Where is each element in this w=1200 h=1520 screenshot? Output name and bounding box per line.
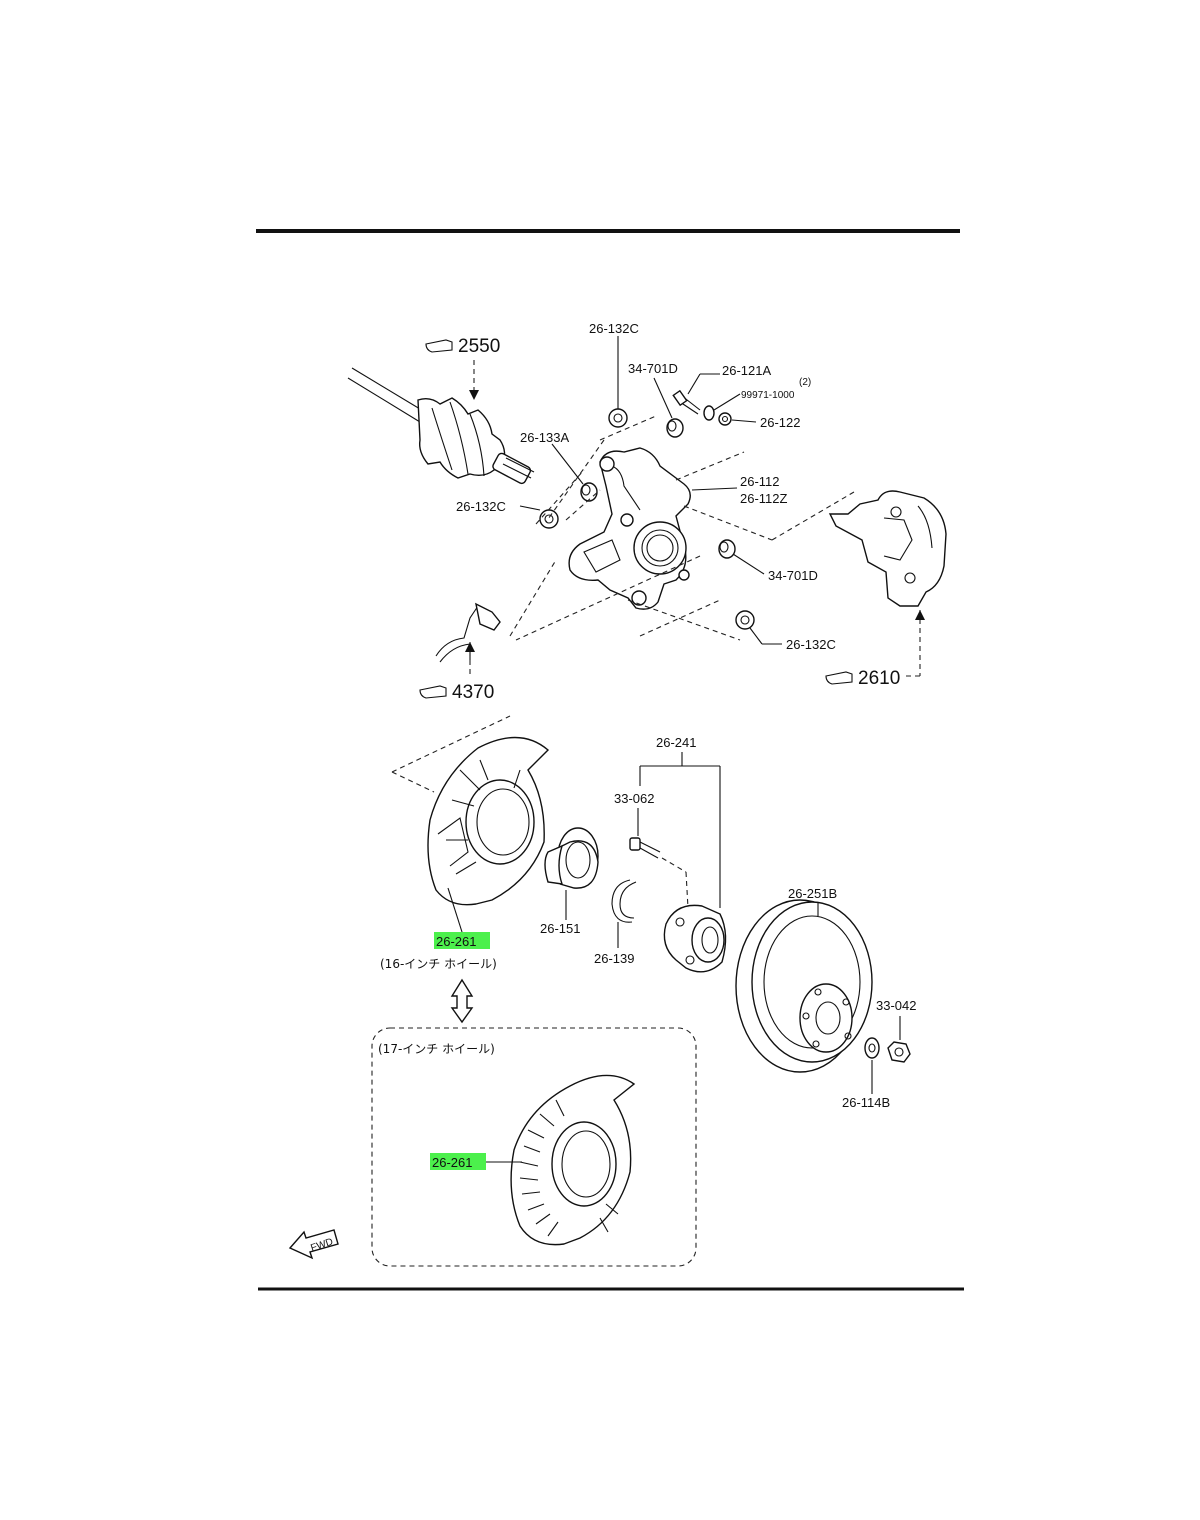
bushing-26-133a-icon <box>580 482 598 502</box>
ref-2610: 2610 <box>858 668 900 689</box>
shield-dash-leader <box>391 771 435 793</box>
snap-ring <box>611 879 637 923</box>
part-label-26-133a: 26-133A <box>520 430 569 445</box>
note-16-inch-wheel: (16-インチ ホイール) <box>380 957 497 971</box>
part-label-26-261[interactable]: 26-261 <box>432 1155 472 1170</box>
part-label-26-112: 26-112 <box>740 474 780 489</box>
wheel-hub <box>663 904 727 973</box>
nut-26-122-icon <box>718 412 732 426</box>
part-label-26-241: 26-241 <box>656 735 696 750</box>
part-label-34-701d: 34-701D <box>628 361 678 376</box>
part-qty-2: (2) <box>799 377 811 388</box>
part-label-34-701d: 34-701D <box>768 568 818 583</box>
pointing-hand-icon <box>825 671 853 685</box>
ref-2550: 2550 <box>458 336 500 357</box>
part-label-26-121a: 26-121A <box>722 363 771 378</box>
part-label-99971-1000: 99971-1000 <box>741 390 795 401</box>
steering-knuckle <box>568 447 691 610</box>
hub-bolt <box>629 837 661 859</box>
nut-26-132c-bottom-icon <box>735 610 755 630</box>
wheel-bearing <box>544 827 599 889</box>
interchange-arrow-icon <box>450 978 474 1024</box>
washer-99971-1000-icon <box>703 405 715 421</box>
shield-dash-leader <box>391 715 511 773</box>
nut-26-132c-top-icon <box>608 408 628 428</box>
arrow-2550-icon <box>469 390 479 400</box>
part-label-26-151: 26-151 <box>540 921 580 936</box>
wheel-17-option-box <box>371 1027 697 1267</box>
part-label-26-112z: 26-112Z <box>740 491 788 506</box>
part-label-26-132c: 26-132C <box>456 499 506 514</box>
pointing-hand-icon <box>419 685 447 699</box>
part-label-26-122: 26-122 <box>760 415 800 430</box>
upper-leader-lines <box>519 336 782 645</box>
part-label-26-132c: 26-132C <box>786 637 836 652</box>
nut-26-132c-left-icon <box>539 509 559 529</box>
part-label-33-042: 33-042 <box>876 998 916 1013</box>
pointing-hand-icon <box>425 339 453 353</box>
part-label-33-062: 33-062 <box>614 791 654 806</box>
dust-shield-17in <box>510 1074 636 1246</box>
drive-shaft <box>347 367 535 485</box>
arrow-2610-icon <box>915 610 925 620</box>
hub-dash-leader <box>661 857 687 873</box>
abs-sensor <box>435 602 501 663</box>
part-label-26-261[interactable]: 26-261 <box>436 934 476 949</box>
bolt-26-121a-icon <box>672 389 701 415</box>
arrow-4370-icon <box>465 642 475 652</box>
brake-disc <box>735 899 873 1073</box>
fwd-arrow-icon <box>288 1229 339 1260</box>
bushing-34-701d-right-icon <box>718 539 736 559</box>
bushing-34-701d-top-icon <box>666 418 684 438</box>
part-label-26-251b: 26-251B <box>788 886 837 901</box>
hub-dash-leader <box>685 871 689 909</box>
ref-4370: 4370 <box>452 682 494 703</box>
upper-dashed-leaders <box>469 360 921 677</box>
brake-caliper <box>828 490 947 607</box>
highlight-26-261 <box>430 1153 486 1170</box>
part-label-26-132c: 26-132C <box>589 321 639 336</box>
washer-26-114b-icon <box>864 1037 880 1059</box>
shield-16-leader <box>447 887 463 933</box>
part-label-26-139: 26-139 <box>594 951 634 966</box>
part-label-26-114b: 26-114B <box>842 1095 890 1110</box>
note-17-inch-wheel: (17-インチ ホイール) <box>378 1042 495 1056</box>
highlight-26-261 <box>434 932 490 949</box>
dust-shield-16in <box>427 736 550 906</box>
nut-33-042-icon <box>887 1041 911 1063</box>
